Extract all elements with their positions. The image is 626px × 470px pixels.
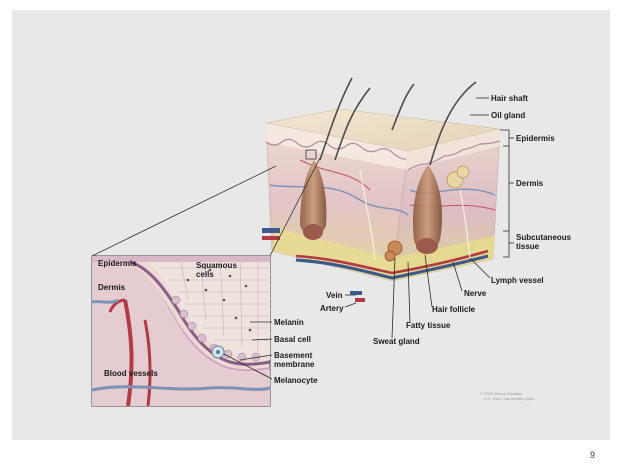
label-basement-membrane: membrane [274, 360, 315, 369]
label-melanin: Melanin [274, 318, 304, 327]
skin-block [262, 78, 500, 281]
inset-label-dermis: Dermis [98, 283, 126, 292]
label-hair-shaft: Hair shaft [491, 94, 528, 103]
vein-stub [350, 291, 362, 295]
label-hair-follicle: Hair follicle [432, 305, 476, 314]
label-epidermis: Epidermis [516, 134, 555, 143]
label-oil-gland: Oil gland [491, 111, 525, 120]
inset-view [92, 256, 270, 406]
label-subcutaneous-tissue: tissue [516, 242, 540, 251]
page-number: 9 [590, 450, 595, 460]
label-vein: Vein [326, 291, 343, 300]
label-dermis: Dermis [516, 179, 544, 188]
inset-label-squamous-cells: cells [196, 270, 214, 279]
label-subcutaneous: Subcutaneous [516, 233, 572, 242]
artery-stub [355, 298, 365, 302]
label-sweat-gland: Sweat gland [373, 337, 420, 346]
label-basal-cell: Basal cell [274, 335, 311, 344]
label-basement: Basement [274, 351, 313, 360]
layer-bracket [500, 130, 509, 257]
label-nerve: Nerve [464, 289, 487, 298]
inset-label-blood-vessels: Blood vessels [104, 369, 158, 378]
copyright-line-2: U.S. Govt. has certain rights [484, 396, 534, 401]
label-fatty-tissue: Fatty tissue [406, 321, 451, 330]
label-artery: Artery [320, 304, 344, 313]
label-lymph-vessel: Lymph vessel [491, 276, 544, 285]
inset-label-epidermis: Epidermis [98, 259, 137, 268]
label-melanocyte: Melanocyte [274, 376, 318, 385]
inset-label-squamous: Squamous [196, 261, 237, 270]
